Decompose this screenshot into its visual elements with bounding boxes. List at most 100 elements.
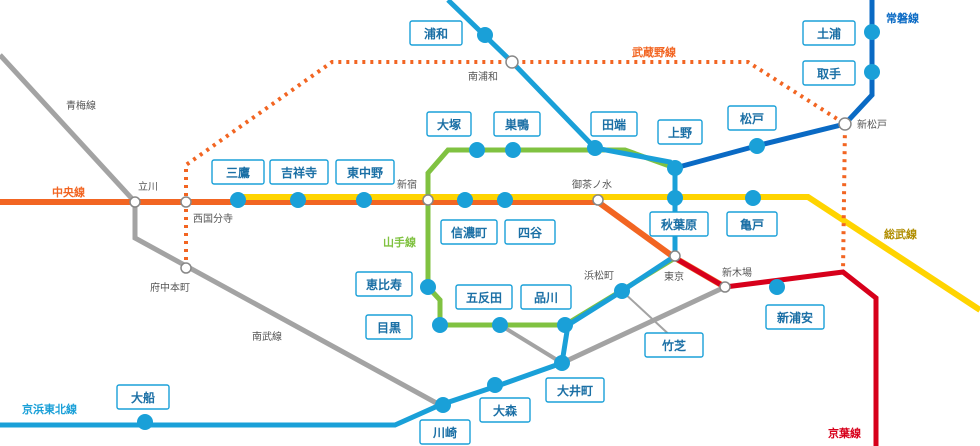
station-otsuka[interactable]: 大塚 — [426, 111, 472, 137]
dot-ebisu — [420, 279, 436, 295]
station-label-takeshiba: 竹芝 — [661, 338, 686, 353]
dot-sugamo — [505, 142, 521, 158]
station-label-shinurayasu: 新浦安 — [777, 310, 813, 325]
label-keihin: 京浜東北線 — [22, 402, 77, 416]
dot-hamamatsucho — [614, 283, 630, 299]
grey-line-oimachi-shinkiba — [560, 284, 727, 366]
junction-label-shinkiba: 新木場 — [722, 266, 752, 279]
junction-shinkiba — [719, 281, 731, 293]
station-label-sugamo: 巣鴨 — [504, 117, 529, 132]
station-boxes: 浦和 土浦 取手 大塚 巣鴨 田端 上野 松戸 — [116, 20, 856, 445]
dot-shinagawa — [557, 317, 573, 333]
station-label-omori: 大森 — [493, 403, 518, 418]
line-labels: 中央線 総武線 山手線 京浜東北線 常磐線 武蔵野線 南武線 青梅線 京葉線 — [22, 11, 919, 440]
station-ebisu[interactable]: 恵比寿 — [355, 271, 413, 297]
station-tabata[interactable]: 田端 — [590, 111, 638, 137]
station-label-matsudo: 松戸 — [740, 111, 764, 126]
junction-minamiurawa — [505, 55, 519, 69]
dot-shinanomachi — [457, 192, 473, 208]
junction-ochanomizu — [592, 194, 604, 206]
dot-shinurayasu — [769, 279, 785, 295]
station-yotsuya[interactable]: 四谷 — [504, 219, 556, 245]
sobu-line — [238, 194, 980, 313]
keiyo-line — [673, 255, 879, 446]
station-mitaka[interactable]: 三鷹 — [211, 159, 265, 185]
station-akihabara[interactable]: 秋葉原 — [649, 211, 709, 237]
station-shinurayasu[interactable]: 新浦安 — [765, 304, 825, 330]
dot-matsudo — [749, 138, 765, 154]
junctions: 立川 西国分寺 府中本町 新宿 御茶ノ水 南浦和 新松戸 東京 浜松町 新木場 — [129, 55, 887, 294]
grey-line-gotanda-oimachi — [498, 323, 564, 365]
station-urawa[interactable]: 浦和 — [409, 20, 463, 46]
dot-kawasaki — [435, 397, 451, 413]
station-gotanda[interactable]: 五反田 — [455, 284, 513, 310]
dot-ofuna — [137, 414, 153, 430]
station-sugamo[interactable]: 巣鴨 — [493, 111, 541, 137]
station-ofuna[interactable]: 大船 — [116, 384, 170, 410]
junction-shinmatsudo — [838, 117, 852, 131]
junction-shinjuku — [422, 194, 434, 206]
junction-fuchuhommachi — [180, 262, 192, 274]
musashino-line — [184, 60, 848, 273]
dot-kameido — [745, 190, 761, 206]
junction-label-minamiurawa: 南浦和 — [468, 70, 498, 83]
junction-nishikokubunji — [180, 196, 192, 208]
station-tsuchiura[interactable]: 土浦 — [802, 20, 856, 46]
dot-meguro — [432, 317, 448, 333]
station-dots — [137, 24, 880, 430]
dot-yotsuya — [497, 192, 513, 208]
station-label-meguro: 目黒 — [377, 321, 401, 335]
junction-label-fuchuhommachi: 府中本町 — [150, 281, 190, 294]
dot-akihabara — [667, 190, 683, 206]
station-label-tsuchiura: 土浦 — [817, 26, 841, 41]
junction-label-hamamatsucho: 浜松町 — [584, 269, 614, 282]
label-nambu: 南武線 — [252, 330, 282, 343]
station-label-oimachi: 大井町 — [557, 383, 593, 398]
station-matsudo[interactable]: 松戸 — [727, 105, 777, 131]
station-oimachi[interactable]: 大井町 — [545, 377, 605, 403]
dot-oimachi — [554, 355, 570, 371]
station-label-akihabara: 秋葉原 — [661, 217, 697, 232]
label-yamanote: 山手線 — [383, 235, 416, 249]
station-label-kichijoji: 吉祥寺 — [281, 165, 317, 180]
dot-ueno — [667, 160, 683, 176]
station-label-shinanomachi: 信濃町 — [451, 225, 487, 240]
station-label-tabata: 田端 — [602, 117, 626, 132]
station-takeshiba[interactable]: 竹芝 — [644, 332, 704, 358]
station-label-mitaka: 三鷹 — [226, 165, 250, 180]
station-label-higashinakano: 東中野 — [347, 165, 383, 180]
station-higashinakano[interactable]: 東中野 — [335, 159, 395, 185]
ome-line — [0, 53, 137, 204]
station-kawasaki[interactable]: 川崎 — [419, 419, 471, 445]
dot-toride — [864, 64, 880, 80]
station-label-kawasaki: 川崎 — [432, 425, 457, 440]
dot-kichijoji — [290, 192, 306, 208]
station-label-kameido: 亀戸 — [740, 217, 764, 232]
label-sobu: 総武線 — [884, 227, 917, 241]
station-omori[interactable]: 大森 — [479, 397, 531, 423]
dot-urawa — [477, 27, 493, 43]
station-kameido[interactable]: 亀戸 — [726, 211, 778, 237]
junction-tachikawa — [129, 196, 141, 208]
station-label-toride: 取手 — [817, 66, 841, 81]
station-meguro[interactable]: 目黒 — [365, 314, 413, 340]
label-musashino: 武蔵野線 — [632, 45, 676, 59]
station-label-otsuka: 大塚 — [437, 117, 461, 132]
junction-label-shinjuku: 新宿 — [397, 178, 417, 191]
dot-tsuchiura — [864, 24, 880, 40]
station-ueno[interactable]: 上野 — [657, 119, 703, 145]
station-label-shinagawa: 品川 — [534, 291, 558, 305]
station-label-ebisu: 恵比寿 — [366, 277, 402, 292]
station-toride[interactable]: 取手 — [802, 60, 856, 86]
station-kichijoji[interactable]: 吉祥寺 — [269, 159, 329, 185]
nambu-line — [132, 202, 442, 408]
station-shinanomachi[interactable]: 信濃町 — [440, 219, 498, 245]
station-label-yotsuya: 四谷 — [518, 225, 543, 240]
label-ome: 青梅線 — [66, 99, 96, 112]
station-shinagawa[interactable]: 品川 — [520, 284, 572, 310]
dot-mitaka — [230, 192, 246, 208]
junction-label-shinmatsudo: 新松戸 — [857, 118, 887, 131]
station-label-ofuna: 大船 — [131, 390, 155, 405]
